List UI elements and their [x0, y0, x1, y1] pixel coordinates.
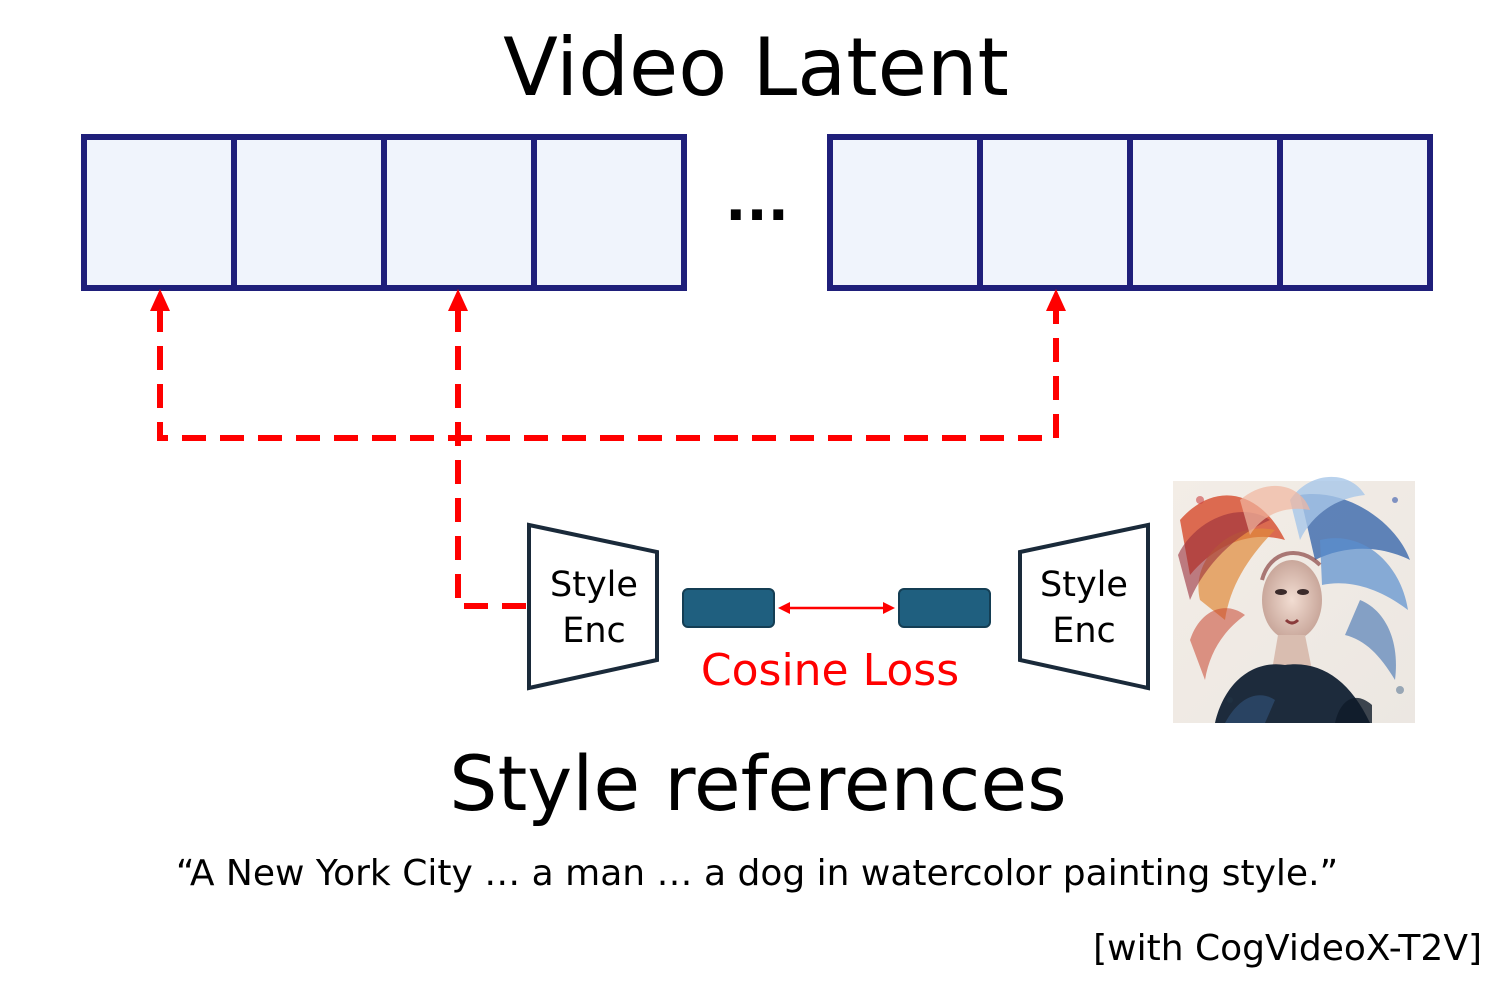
text-prompt: “A New York City … a man … a dog in wate… — [176, 853, 1338, 894]
latent-frame — [827, 134, 983, 291]
arrowhead-up-icon — [1046, 289, 1066, 311]
style-encoder-left-label-line2: Enc — [562, 611, 626, 651]
latent-frames-right — [827, 134, 1433, 291]
arrowhead-right-icon — [883, 602, 895, 614]
latent-frame — [81, 134, 237, 291]
latent-frame — [381, 134, 537, 291]
style-encoder-left-label-line1: Style — [550, 565, 638, 605]
style-encoder-right-label-line2: Enc — [1052, 611, 1116, 651]
latent-ellipsis: ... — [725, 169, 789, 234]
diagram-title: Video Latent — [503, 21, 1009, 114]
arrowhead-left-icon — [778, 602, 790, 614]
style-references-title: Style references — [449, 739, 1067, 828]
latent-frame — [1277, 134, 1433, 291]
style-encoder-left — [527, 522, 659, 691]
arrowhead-up-icon — [150, 289, 170, 311]
latent-frames-left — [81, 134, 687, 291]
embedding-right — [898, 588, 991, 628]
watercolor-portrait-image — [1173, 476, 1415, 723]
style-encoder-right — [1018, 522, 1150, 691]
latent-frame — [1127, 134, 1283, 291]
embedding-left — [682, 588, 775, 628]
dashed-connector-horizontal — [157, 308, 1059, 441]
latent-frame — [977, 134, 1133, 291]
latent-frame — [231, 134, 387, 291]
arrowheads — [150, 289, 1066, 311]
dashed-connector-encoder — [455, 308, 528, 609]
model-note: [with CogVideoX-T2V] — [1093, 928, 1482, 969]
arrowhead-up-icon — [448, 289, 468, 311]
style-encoder-right-label-line1: Style — [1040, 565, 1128, 605]
style-injection-paths — [157, 308, 1059, 609]
cosine-loss-arrow — [778, 602, 895, 614]
cosine-loss-label: Cosine Loss — [701, 645, 959, 696]
latent-frame — [531, 134, 687, 291]
